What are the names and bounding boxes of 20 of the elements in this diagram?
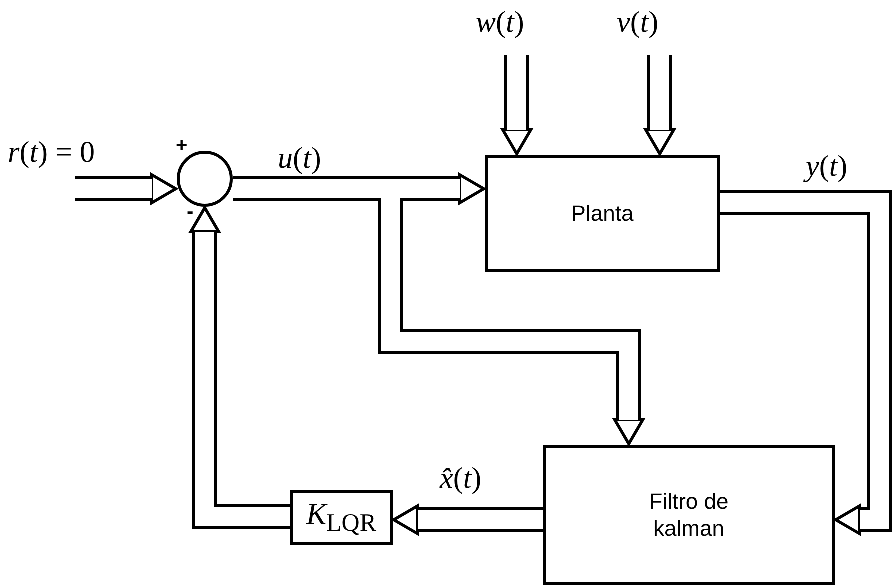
double-line-arrow <box>502 55 532 156</box>
gain-block <box>290 490 393 545</box>
sign-label: + <box>176 136 188 156</box>
double-line-arrow <box>720 190 892 536</box>
double-line-arrow <box>644 55 676 156</box>
double-line-arrow <box>75 174 178 204</box>
signal-label: x̂(t) <box>440 464 482 494</box>
signal-label: u(t) <box>278 144 322 174</box>
block-label: Planta <box>571 200 634 228</box>
block-label: Filtro de kalman <box>648 488 730 542</box>
sign-label: - <box>187 202 194 222</box>
signal-label: v(t) <box>617 8 659 38</box>
signal-label: r(t) = 0 <box>8 138 95 168</box>
double-line-arrow <box>392 504 543 536</box>
block-label: K$_{LQR}$ <box>306 496 376 539</box>
process-block <box>543 445 835 585</box>
double-line-arrow <box>190 206 290 530</box>
process-block <box>485 155 720 272</box>
signal-label: y(t) <box>806 152 848 182</box>
signal-label: w(t) <box>476 8 524 38</box>
